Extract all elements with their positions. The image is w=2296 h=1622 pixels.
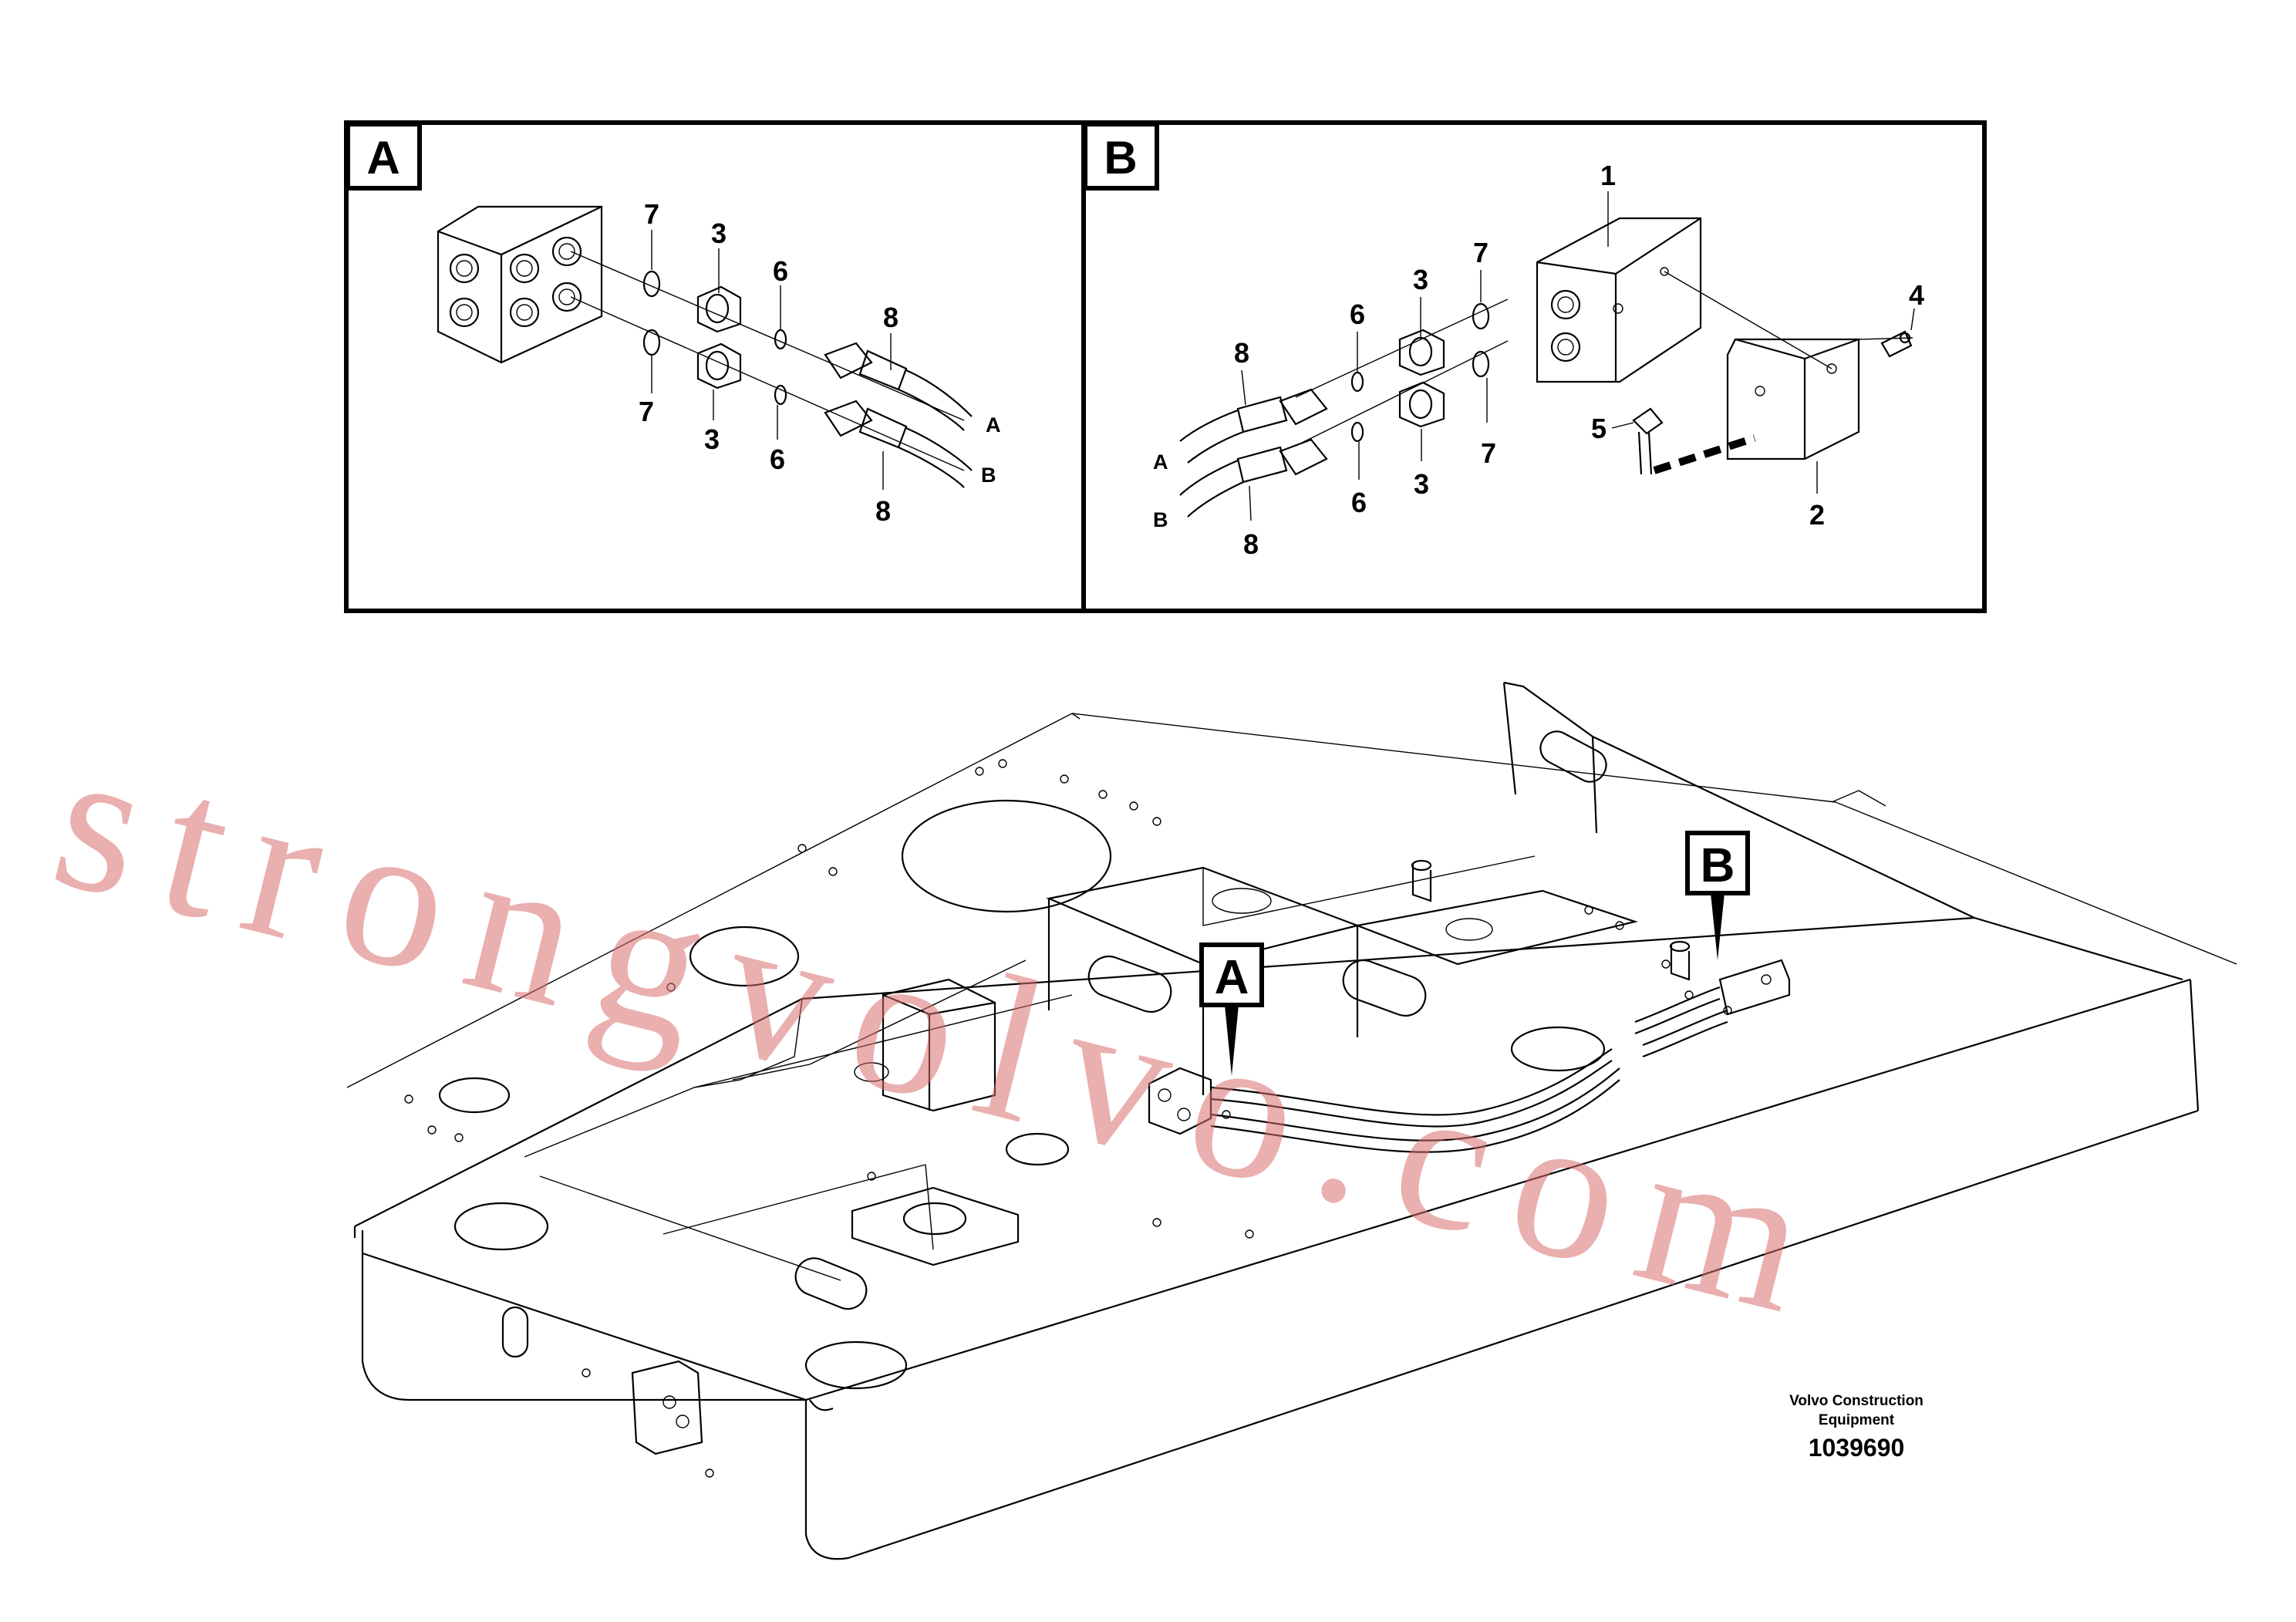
callout-5: 5 bbox=[1591, 413, 1607, 444]
b-callout-7-bottom: 7 bbox=[1481, 437, 1496, 469]
screw-5 bbox=[1632, 407, 1664, 475]
b-callout-6-bottom: 6 bbox=[1351, 487, 1367, 518]
valve-block bbox=[437, 205, 603, 364]
bracket-2 bbox=[1726, 338, 1860, 460]
valve-block-1 bbox=[1536, 217, 1702, 383]
o-ring-7-top bbox=[642, 270, 661, 298]
b-hose-8-top bbox=[1179, 388, 1328, 464]
tag-b-letter: B bbox=[1701, 839, 1735, 892]
b-o-ring-7-bottom bbox=[1472, 350, 1490, 378]
panel-b-frame bbox=[1081, 120, 1987, 613]
bolt-holes bbox=[404, 759, 1732, 1478]
callout-3-top: 3 bbox=[711, 218, 727, 249]
b-adapter-3-bottom bbox=[1398, 381, 1445, 428]
callout-6-bottom: 6 bbox=[770, 443, 785, 475]
callout-4: 4 bbox=[1909, 279, 1924, 311]
b-callout-3-bottom: 3 bbox=[1414, 468, 1429, 500]
panel-a-frame bbox=[344, 120, 1086, 613]
b-callout-3-top: 3 bbox=[1413, 264, 1428, 295]
hose-label-b: B bbox=[981, 464, 996, 487]
callout-8-top: 8 bbox=[883, 302, 899, 333]
tag-b: B bbox=[1685, 831, 1750, 960]
b-callout-8-top: 8 bbox=[1234, 337, 1249, 369]
watermark-text: strongvolvo.com bbox=[35, 703, 1855, 1363]
callout-6-top: 6 bbox=[773, 255, 788, 287]
side-wall-slot bbox=[501, 1306, 529, 1358]
callout-2: 2 bbox=[1809, 499, 1825, 531]
adapter-3-bottom bbox=[696, 342, 742, 389]
o-ring-6-bottom bbox=[774, 384, 787, 406]
slew-ring-opening bbox=[901, 799, 1112, 913]
b-callout-7-top: 7 bbox=[1473, 237, 1489, 268]
adapter-3-top bbox=[696, 285, 742, 333]
b-hose-8-bottom bbox=[1179, 438, 1328, 518]
panel-b-letter: B bbox=[1104, 132, 1137, 184]
b-o-ring-6-top bbox=[1350, 371, 1364, 393]
panel-b: B bbox=[1081, 120, 1987, 613]
tag-a: A bbox=[1199, 943, 1264, 1076]
callout-7-top: 7 bbox=[644, 198, 659, 230]
callout-1: 1 bbox=[1600, 160, 1616, 191]
callout-8-bottom: 8 bbox=[875, 495, 891, 527]
b-o-ring-7-top bbox=[1472, 302, 1490, 330]
b-callout-6-top: 6 bbox=[1350, 298, 1365, 330]
caption-line-1: Volvo Construction bbox=[1789, 1393, 1923, 1409]
panel-a: A bbox=[344, 120, 1086, 613]
hose-8-top bbox=[824, 342, 973, 431]
caption-block: Volvo Construction Equipment 1039690 bbox=[1789, 1393, 1923, 1462]
panel-a-letter: A bbox=[366, 132, 400, 184]
part-number: 1039690 bbox=[1809, 1434, 1905, 1462]
callout-3-bottom: 3 bbox=[704, 423, 720, 455]
hose-8-bottom bbox=[824, 400, 973, 488]
mounting-posts bbox=[1411, 859, 1691, 981]
b-hose-label-b: B bbox=[1153, 508, 1168, 531]
caption-line-2: Equipment bbox=[1819, 1412, 1895, 1428]
b-callout-8-bottom: 8 bbox=[1243, 528, 1259, 560]
tag-a-letter: A bbox=[1215, 951, 1249, 1004]
panel-b-letter-box bbox=[1083, 122, 1159, 191]
overview-hoses bbox=[1148, 959, 1791, 1153]
panel-a-letter-box bbox=[346, 122, 422, 191]
frame-overview bbox=[346, 681, 2237, 1560]
b-o-ring-6-bottom bbox=[1350, 421, 1364, 443]
hose-label-a: A bbox=[986, 413, 1001, 437]
b-hose-label-a: A bbox=[1153, 450, 1168, 474]
callout-7-bottom: 7 bbox=[639, 396, 654, 427]
